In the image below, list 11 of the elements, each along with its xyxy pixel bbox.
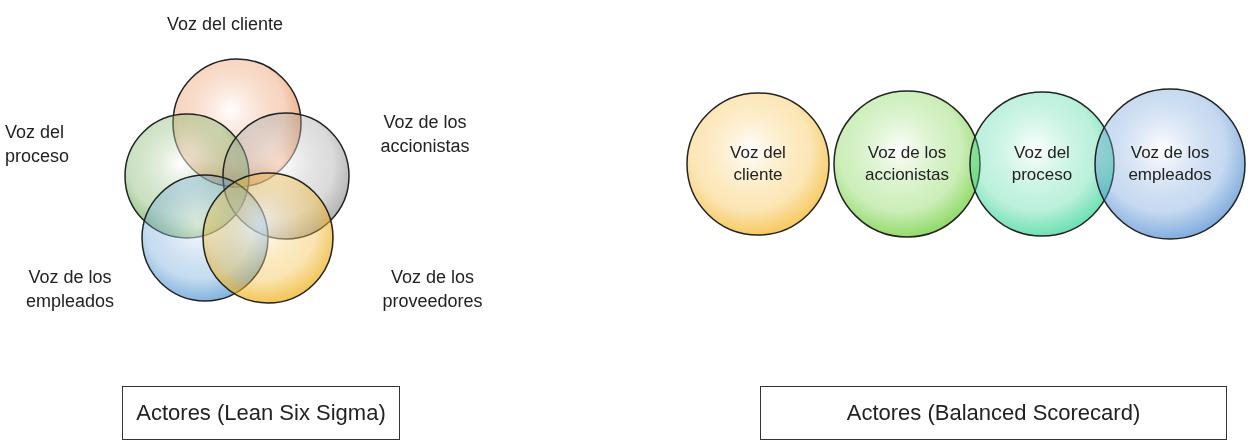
circle-caption: Voz del cliente [165,13,285,36]
circle-label: Voz del cliente [729,142,787,186]
circle-label: Voz de los accionistas [863,142,951,186]
circle-caption: Voz del proceso [5,121,71,168]
circle-caption: Voz de los proveedores [381,266,484,313]
circle-caption: Voz de los accionistas [379,111,471,158]
caption-text: Actores (Balanced Scorecard) [846,400,1141,426]
circle-label: Voz de los empleados [1127,142,1213,186]
caption-text: Actores (Lean Six Sigma) [136,400,386,426]
circle-label: Voz del proceso [1010,142,1074,186]
circle-caption: Voz de los empleados [24,266,116,313]
